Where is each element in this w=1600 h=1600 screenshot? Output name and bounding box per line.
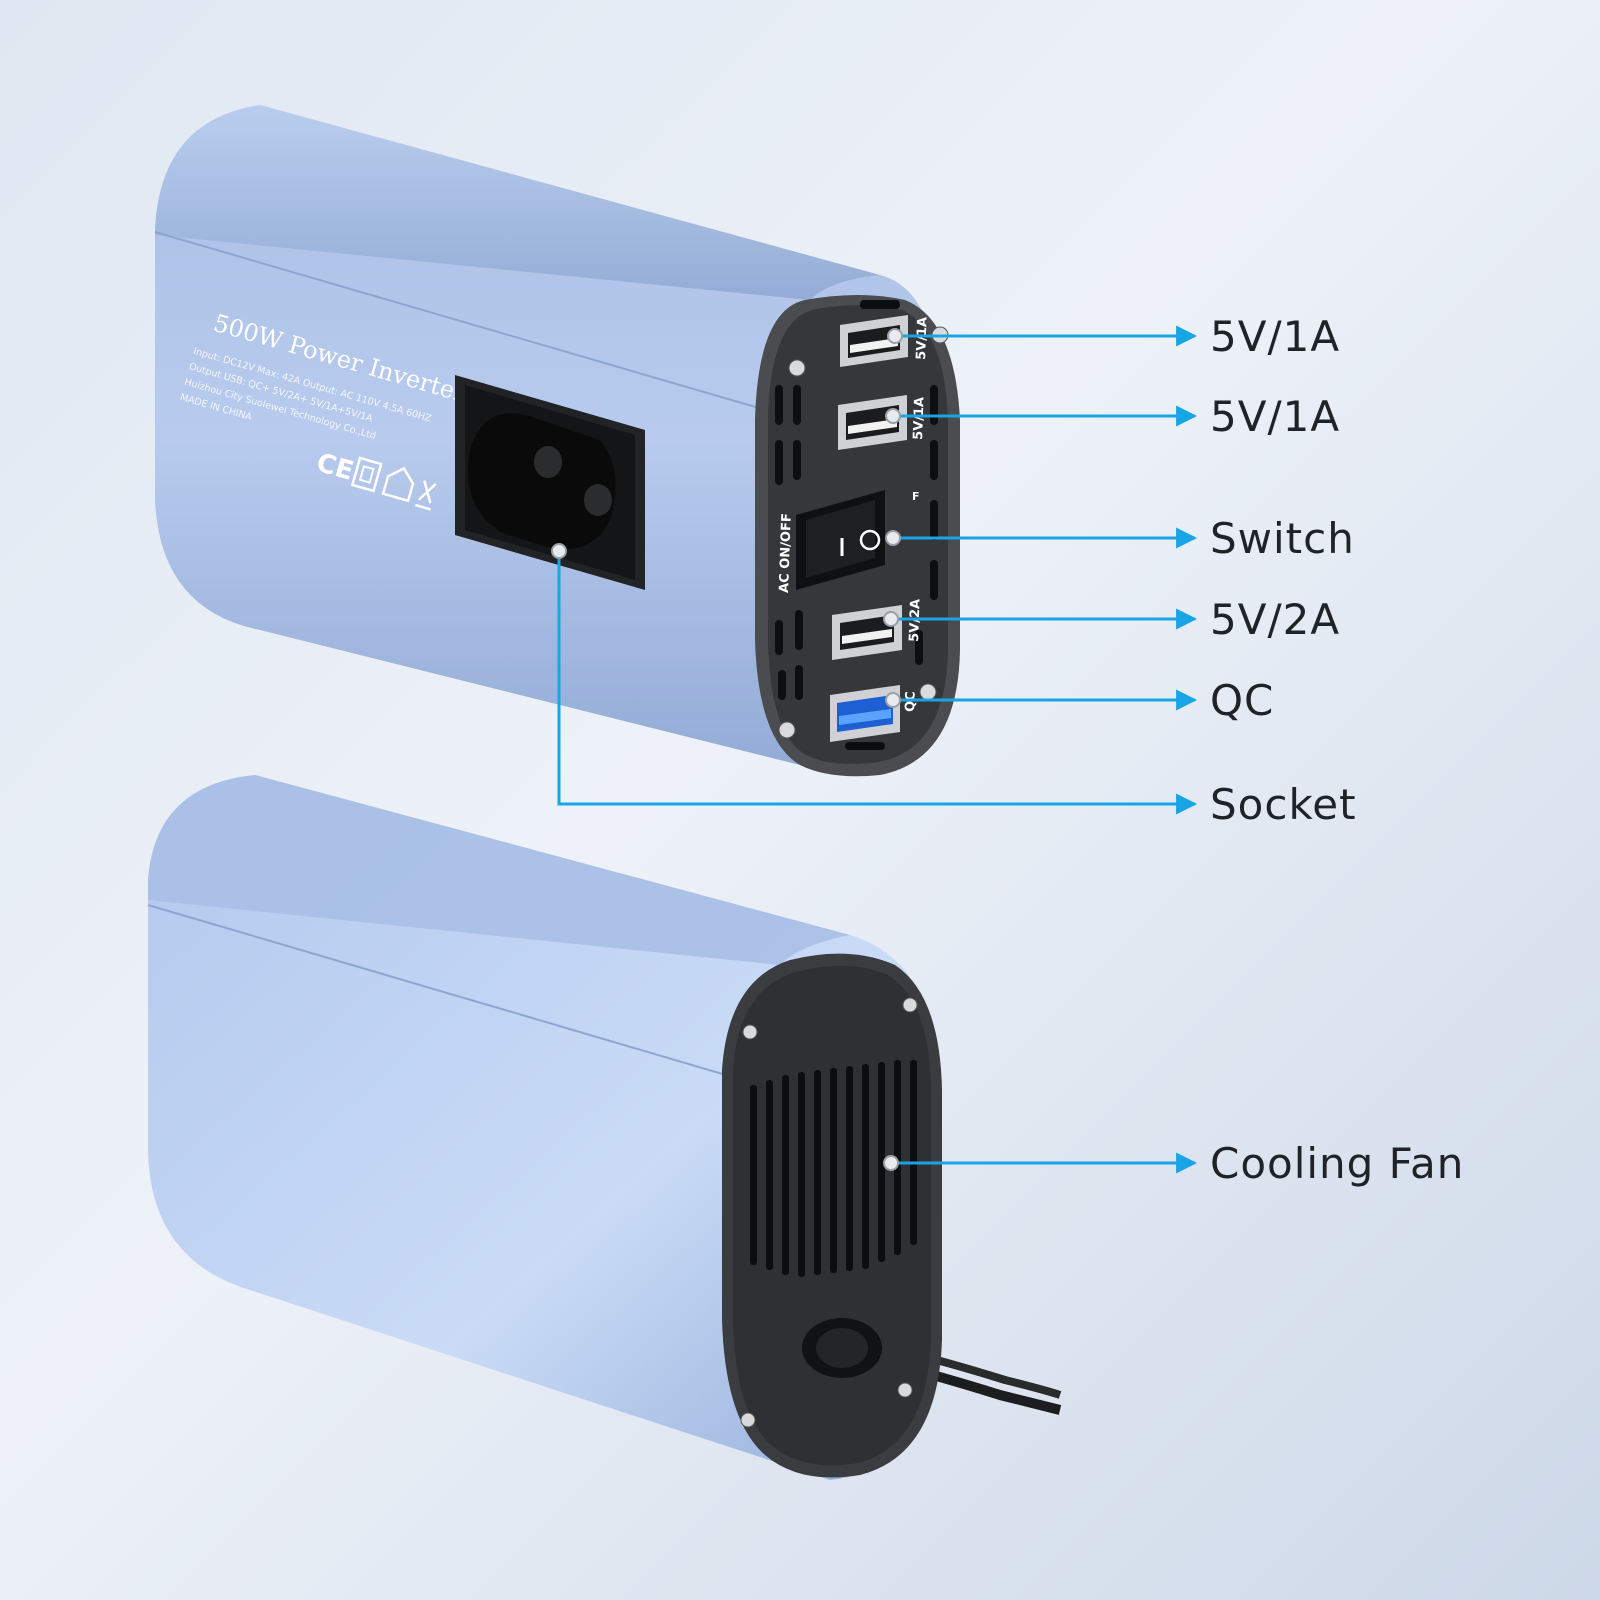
inverter-lower-end-panel — [722, 953, 942, 1478]
ac-socket[interactable] — [455, 375, 645, 590]
power-switch[interactable] — [796, 490, 885, 590]
callout-label-usb3: 5V/2A — [1210, 595, 1341, 644]
weee-bin-icon — [414, 480, 437, 511]
inverter-lower — [147, 775, 1062, 1480]
usb-port-1-text: 5V/1A — [914, 317, 930, 360]
switch-off-mark — [859, 529, 881, 551]
cable-gland — [802, 1318, 882, 1378]
usb-port-1[interactable] — [840, 315, 908, 367]
callout-label-usb1: 5V/1A — [1210, 312, 1341, 361]
callout-label-qc: QC — [1210, 676, 1275, 725]
seam-line-lower — [147, 904, 761, 1086]
qc-port[interactable] — [830, 685, 900, 742]
house-icon — [381, 466, 415, 503]
callout-label-switch: Switch — [1210, 514, 1355, 563]
callout-lines — [557, 325, 1198, 1174]
callout-label-usb2: 5V/1A — [1210, 392, 1341, 441]
qc-port-text: QC — [903, 691, 919, 712]
callout-label-socket: Socket — [1210, 780, 1357, 829]
callout-dots — [551, 328, 903, 1171]
usb-port-2-text: 5V/1A — [911, 397, 927, 440]
callout-line-socket — [557, 551, 1198, 815]
screw-icons-lower — [740, 997, 918, 1428]
switch-panel-text: AC ON/OFF — [777, 513, 795, 593]
inverter-upper-end-panel: 5V/1A 5V/1A AC ON/OFF F 5V/2A — [755, 295, 960, 777]
inverter-upper-top — [155, 105, 880, 300]
double-insulation-icon — [350, 456, 383, 493]
callout-label-cooling-fan: Cooling Fan — [1210, 1139, 1465, 1188]
cooling-fan-grille[interactable] — [750, 1060, 917, 1277]
vent-slots — [775, 300, 938, 750]
inverter-lower-top — [148, 775, 850, 965]
seam-line — [154, 231, 801, 421]
panel-mark-f: F — [912, 490, 920, 503]
